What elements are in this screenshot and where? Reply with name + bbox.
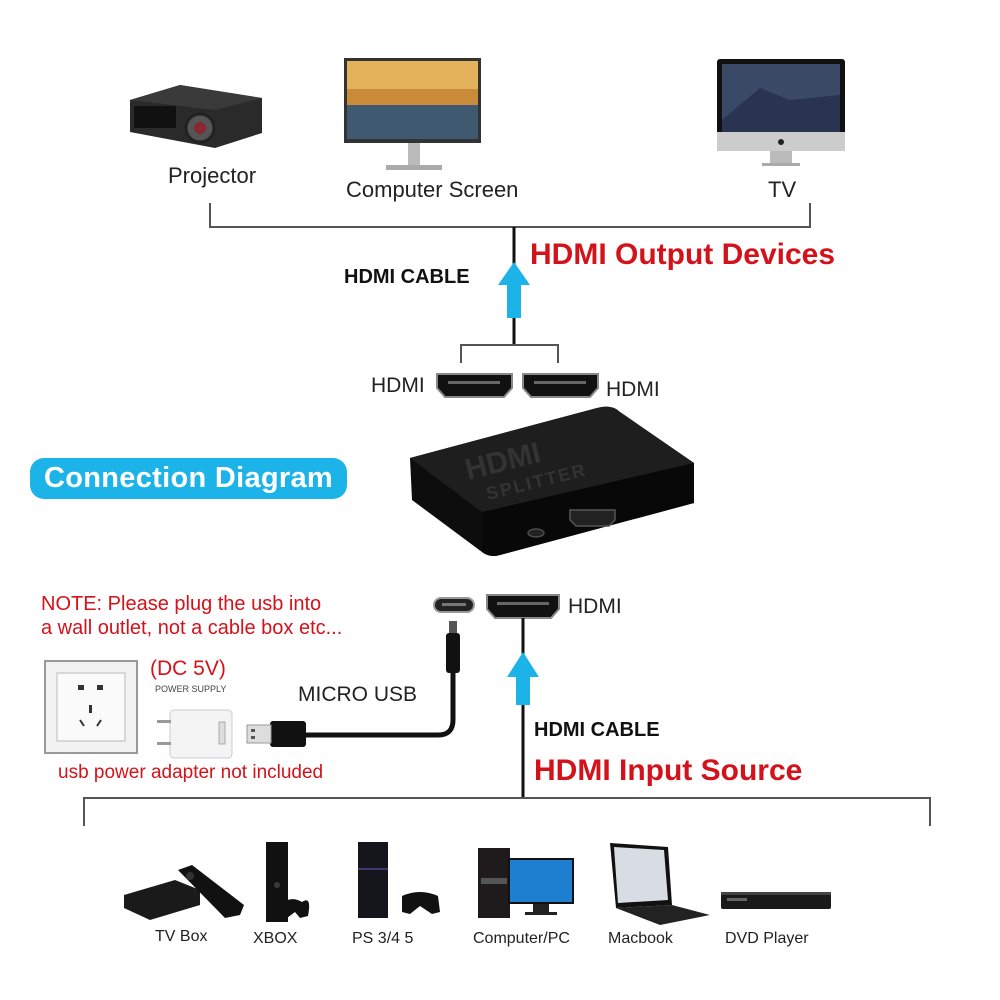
- connection-diagram-badge: Connection Diagram: [30, 458, 347, 499]
- output-port-label-right: HDMI: [606, 378, 660, 401]
- device-label-playstation: PS 3/4 5: [352, 930, 414, 947]
- input-bracket: [83, 797, 931, 826]
- imac-tv-icon: [717, 59, 845, 166]
- device-label-dvd-player: DVD Player: [725, 930, 809, 947]
- hdmi-splitter-device: HDMI SPLITTER: [410, 406, 694, 556]
- input-arrow-icon: [507, 652, 539, 705]
- wall-outlet-icon: [44, 660, 138, 754]
- usb-power-adapter-icon: [157, 709, 233, 759]
- xbox-icon: [266, 842, 310, 922]
- micro-usb-label: MICRO USB: [298, 683, 418, 706]
- device-label-projector: Projector: [168, 163, 257, 188]
- hdmi-input-port-icon: [486, 594, 560, 619]
- device-label-computer-pc: Computer/PC: [473, 930, 570, 947]
- laptop-icon: [610, 843, 710, 925]
- output-section-title: HDMI Output Devices: [530, 238, 836, 271]
- power-note-line-1: NOTE: Please plug the usb into: [41, 593, 322, 615]
- input-section-title: HDMI Input Source: [534, 754, 803, 787]
- device-label-xbox: XBOX: [253, 930, 298, 947]
- desktop-pc-icon: [478, 848, 574, 918]
- projector-icon: [130, 85, 262, 148]
- output-bracket: [209, 203, 811, 228]
- dc-voltage-label: (DC 5V): [150, 657, 226, 680]
- playstation-icon: [358, 842, 440, 918]
- output-port-label-left: HDMI: [371, 374, 425, 397]
- device-label-macbook: Macbook: [608, 930, 673, 947]
- hdmi-port-icon: [522, 373, 599, 398]
- input-cable-label: HDMI CABLE: [534, 719, 660, 741]
- device-label-computer-screen: Computer Screen: [346, 177, 519, 202]
- device-label-tv: TV: [768, 177, 797, 202]
- hdmi-port-icon: [436, 373, 513, 398]
- power-note: NOTE: Please plug the usb into a wall ou…: [41, 592, 342, 640]
- port-split-bracket: [460, 344, 559, 363]
- output-arrow-icon: [498, 262, 530, 318]
- output-cable-label: HDMI CABLE: [344, 266, 470, 288]
- device-label-tv-box: TV Box: [155, 928, 208, 945]
- input-port-label: HDMI: [568, 595, 622, 618]
- monitor-icon: [344, 58, 481, 170]
- tv-box-icon: [124, 865, 244, 920]
- micro-usb-cable: [246, 621, 460, 747]
- power-supply-label: POWER SUPPLY: [155, 684, 227, 694]
- power-note-line-2: a wall outlet, not a cable box etc...: [41, 617, 343, 639]
- micro-usb-port-icon: [433, 597, 475, 613]
- adapter-not-included-note: usb power adapter not included: [58, 762, 324, 783]
- dvd-player-icon: [721, 892, 831, 909]
